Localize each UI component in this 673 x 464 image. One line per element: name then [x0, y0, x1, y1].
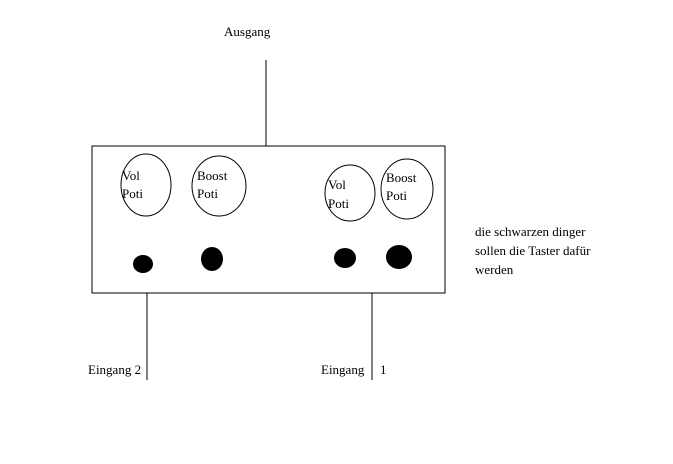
input1-label: Eingang [321, 362, 365, 377]
knob-circle [120, 153, 172, 217]
knob-label-line1: Boost [197, 168, 228, 183]
knob-label-line1: Boost [386, 170, 417, 185]
input2-label: Eingang 2 [88, 362, 141, 377]
footswitch-button-2 [201, 247, 223, 271]
output-label: Ausgang [224, 24, 271, 39]
knob-label-line1: Vol [328, 177, 346, 192]
knob-boost-poti-1: Boost Poti [191, 155, 247, 217]
note-line2: sollen die Taster dafür [475, 243, 591, 258]
knob-label-line2: Poti [122, 186, 143, 201]
knob-label-line2: Poti [386, 188, 407, 203]
note-line3: werden [475, 262, 514, 277]
footswitch-button-1 [133, 255, 153, 273]
footswitch-button-3 [334, 248, 356, 268]
knob-circle [191, 155, 247, 217]
knob-label-line1: Vol [122, 168, 140, 183]
pedal-box [91, 145, 446, 294]
knob-label-line2: Poti [328, 196, 349, 211]
knob-vol-poti-1: Vol Poti [120, 153, 172, 217]
knob-vol-poti-2: Vol Poti [324, 164, 376, 222]
knob-label-line2: Poti [197, 186, 218, 201]
input1-number: 1 [380, 362, 387, 377]
knob-circle [324, 164, 376, 222]
knob-circle [380, 158, 434, 220]
footswitch-button-4 [386, 245, 412, 269]
note-line1: die schwarzen dinger [475, 224, 586, 239]
knob-boost-poti-2: Boost Poti [380, 158, 434, 220]
